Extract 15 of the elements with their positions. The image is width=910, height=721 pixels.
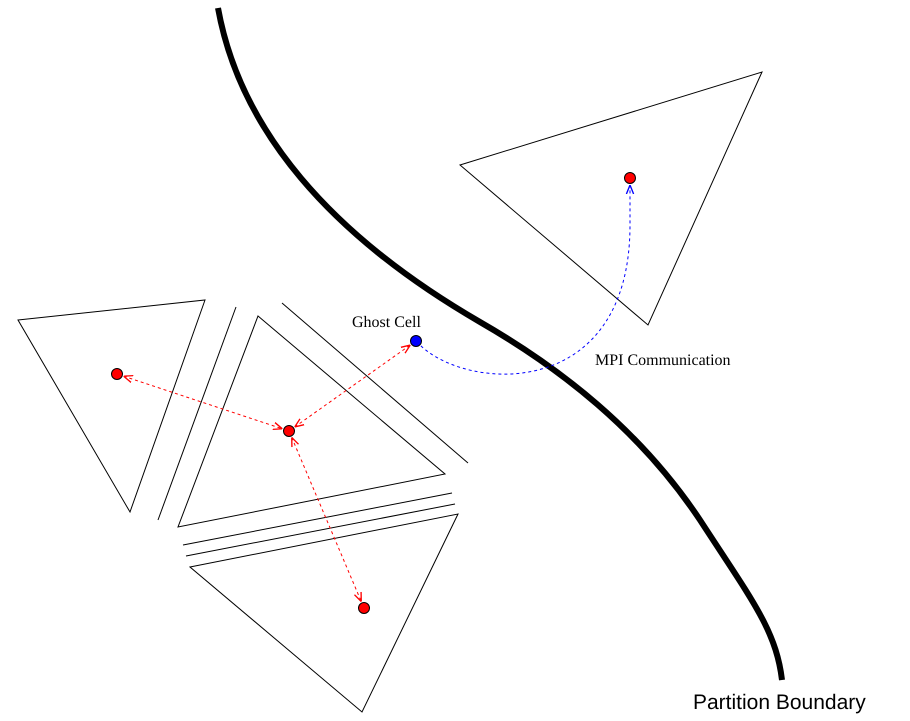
ghost-cell-dot <box>410 335 422 347</box>
cell-center-dot <box>358 602 370 614</box>
cell-center-dot <box>111 368 123 380</box>
arrow <box>291 436 362 602</box>
boundary-label: Partition Boundary <box>693 691 866 714</box>
cell-center-dot <box>283 425 295 437</box>
cell-center-dot <box>624 172 636 184</box>
arrow <box>122 374 284 430</box>
triangle-cell <box>178 316 445 527</box>
triangle-cell <box>190 514 458 712</box>
triangle-cell <box>460 72 762 325</box>
node-caption: Ghost Cell <box>352 314 421 332</box>
arrow <box>420 184 634 374</box>
arrow <box>294 344 411 428</box>
triangle-cell <box>18 300 205 512</box>
